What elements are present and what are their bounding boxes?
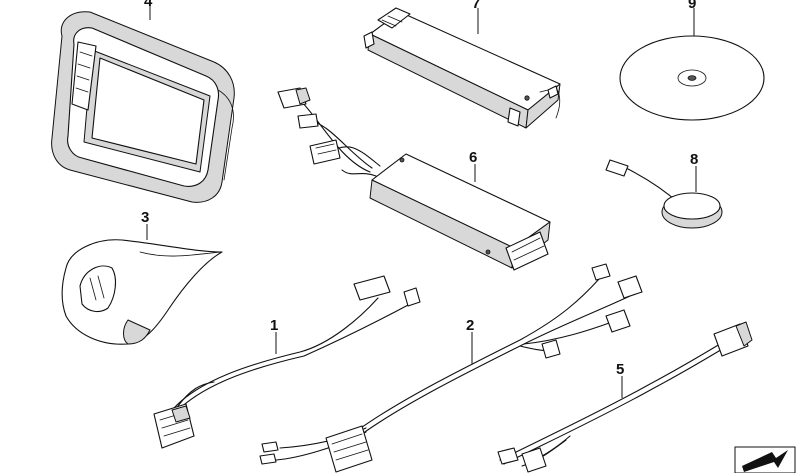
- callout-1: 1: [270, 317, 278, 334]
- callout-2: 2: [466, 317, 474, 334]
- part-1-cable: [153, 275, 421, 449]
- callout-9: 9: [688, 0, 696, 12]
- part-7-control-module: [363, 7, 561, 129]
- callout-3: 3: [141, 209, 149, 226]
- part-6-module: [277, 87, 551, 271]
- part-2-cable: [259, 263, 643, 473]
- part-4-display-holder: [51, 11, 235, 203]
- callout-4: 4: [144, 0, 153, 10]
- part-8-antenna: [605, 159, 723, 229]
- part-5-cable: [497, 321, 753, 473]
- callout-6: 6: [469, 149, 477, 166]
- reference-symbol: [734, 446, 796, 473]
- part-9-cd: [619, 35, 765, 121]
- callout-5: 5: [616, 361, 624, 378]
- callout-8: 8: [690, 151, 698, 168]
- callout-7: 7: [472, 0, 480, 12]
- part-3-cover: [61, 239, 223, 345]
